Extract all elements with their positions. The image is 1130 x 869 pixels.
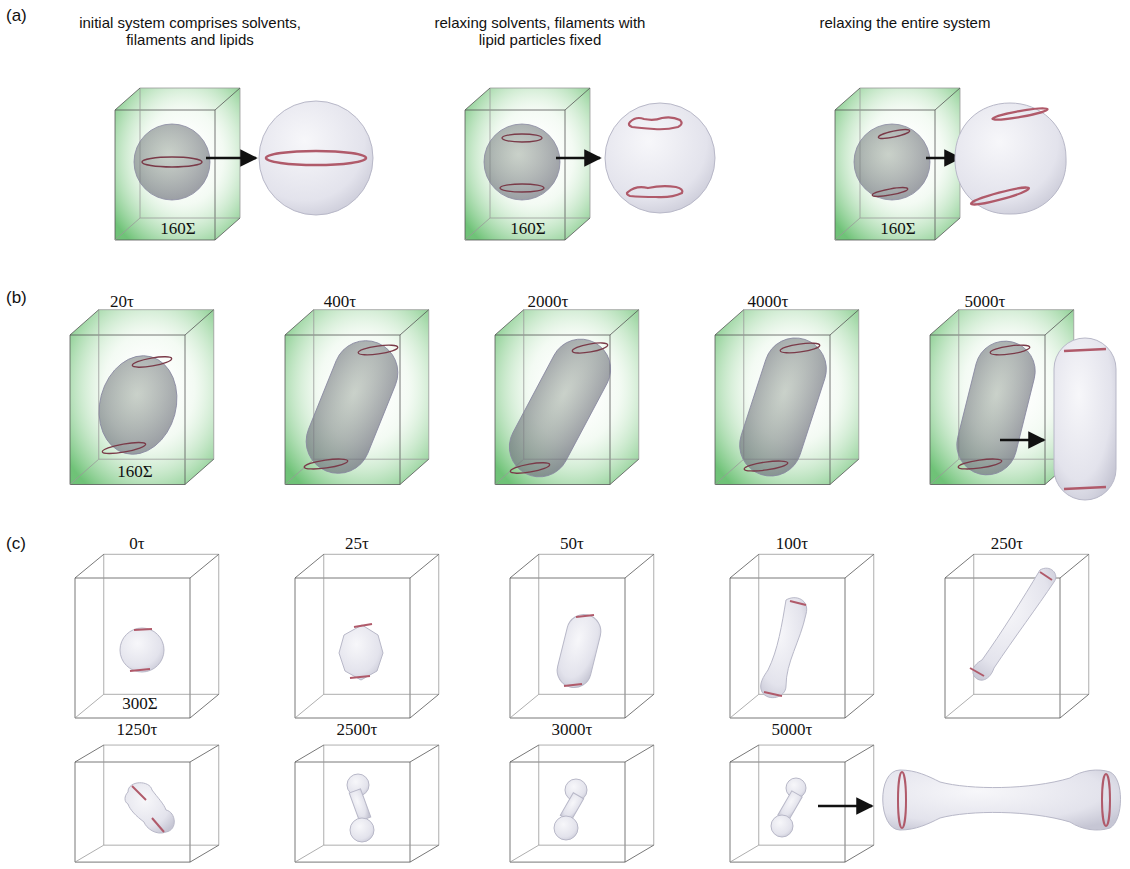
time-label: 250τ [991,534,1023,554]
time-label: 100τ [776,534,808,554]
time-label: 50τ [560,534,584,554]
time-label: 5000τ [965,292,1006,312]
time-label: 4000τ [748,292,789,312]
stage-caption: initial system comprises solvents, filam… [75,14,305,49]
stage-caption: relaxing the entire system [790,14,1020,31]
time-label: 25τ [345,534,369,554]
box-size-label: 160Σ [160,219,195,239]
box-size-label: 300Σ [122,694,157,714]
time-label: 2500τ [337,720,378,740]
time-label: 3000τ [552,720,593,740]
panel-label: (a) [6,6,27,26]
time-label: 1250τ [117,720,158,740]
time-label: 5000τ [772,720,813,740]
time-label: 400τ [324,292,356,312]
time-label: 2000τ [528,292,569,312]
panel-label: (c) [6,534,26,554]
box-size-label: 160Σ [510,219,545,239]
time-label: 20τ [110,292,134,312]
time-label: 0τ [129,534,144,554]
box-size-label: 160Σ [880,219,915,239]
stage-caption: relaxing solvents, filaments with lipid … [425,14,655,49]
panel-label: (b) [6,288,27,308]
box-size-label: 160Σ [117,462,152,482]
